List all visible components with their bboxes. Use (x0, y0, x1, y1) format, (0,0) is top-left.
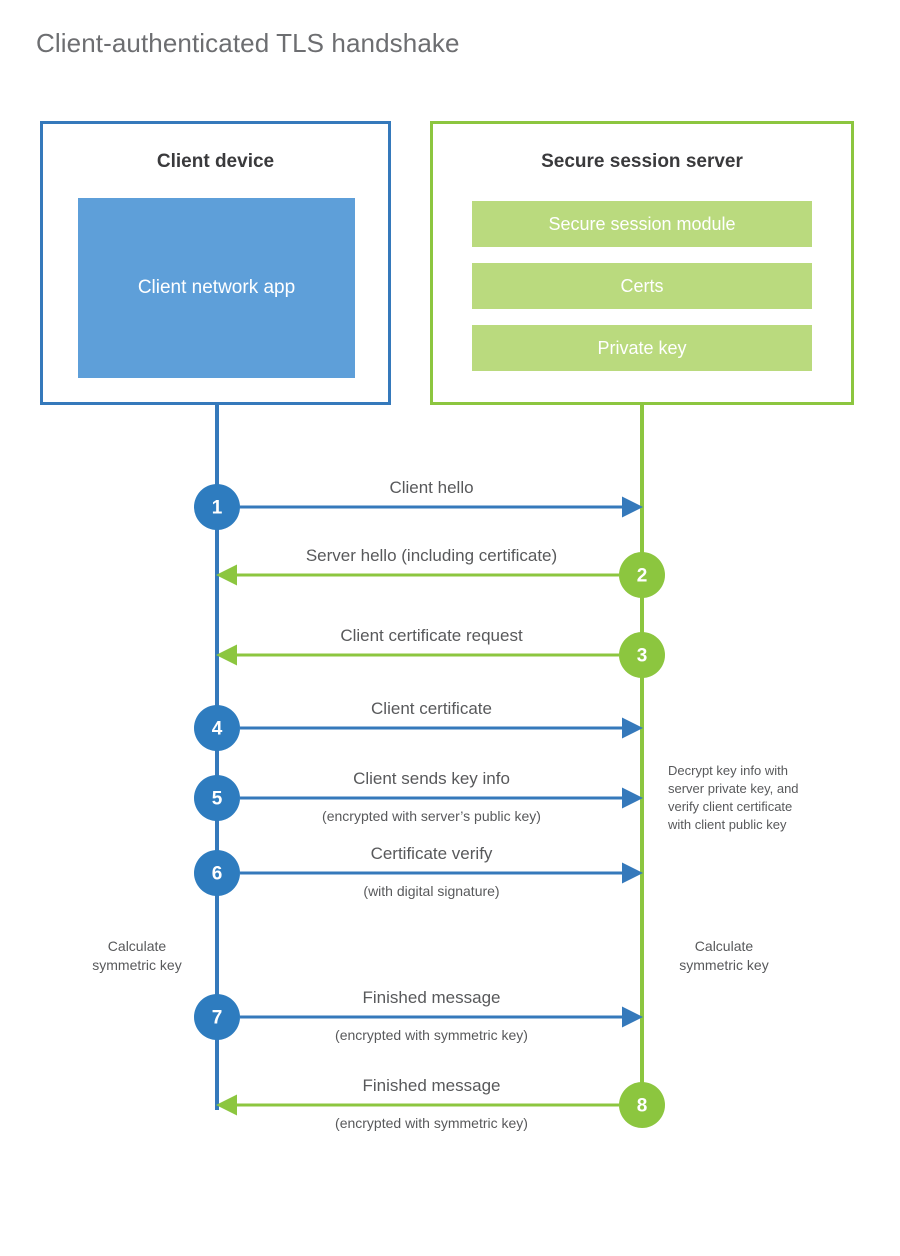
message-label-8: Finished message (362, 1076, 501, 1095)
step-number-8: 8 (637, 1096, 648, 1117)
step-number-2: 2 (637, 566, 648, 587)
step-circle-5[interactable] (194, 775, 240, 821)
step-circle-3[interactable] (619, 632, 665, 678)
client-device-title: Client device (156, 151, 275, 172)
server-module-label: Private key (597, 337, 687, 358)
message-label-2: Server hello (including certificate) (305, 546, 558, 565)
step-number-3: 3 (637, 646, 648, 667)
step-circle-8[interactable] (619, 1082, 665, 1128)
message-label-6: Certificate verify (370, 844, 493, 863)
step-number-7: 7 (212, 1008, 223, 1029)
message-sublabel-5: (encrypted with server’s public key) (322, 808, 541, 824)
client-network-app-label: Client network app (137, 277, 296, 299)
secure-session-server-title: Secure session server (541, 151, 743, 172)
server-module-label: Certs (620, 275, 664, 296)
server-module-secure-session-module: Secure session module (472, 201, 812, 247)
step-circle-7[interactable] (194, 994, 240, 1040)
page-title: Client-authenticated TLS handshake (36, 28, 460, 58)
client-network-app-block: Client network app (78, 198, 355, 378)
message-label-3: Client certificate request (340, 626, 523, 645)
step-number-4: 4 (212, 719, 223, 740)
step-circle-layer: 1 2 3 4 5 6 7 8 (194, 484, 665, 1128)
server-module-label: Secure session module (548, 213, 736, 234)
step-circle-4[interactable] (194, 705, 240, 751)
step-number-1: 1 (212, 498, 223, 519)
step-circle-6[interactable] (194, 850, 240, 896)
step-number-6: 6 (212, 864, 223, 885)
step-circle-1[interactable] (194, 484, 240, 530)
message-label-1: Client hello (389, 478, 474, 497)
message-label-7: Finished message (362, 988, 501, 1007)
arrow-layer (216, 496, 643, 1116)
message-label-4: Client certificate (371, 699, 492, 718)
message-sublabel-7: (encrypted with symmetric key) (335, 1027, 528, 1043)
server-module-certs: Certs (472, 263, 812, 309)
server-module-private-key: Private key (472, 325, 812, 371)
message-label-5: Client sends key info (353, 769, 510, 788)
message-sublabel-6: (with digital signature) (363, 883, 500, 899)
server-decrypt-note: Decrypt key info with server private key… (668, 763, 799, 832)
client-calculate-symmetric-key-note: Calculate symmetric key (92, 938, 182, 973)
step-circle-2[interactable] (619, 552, 665, 598)
message-sublabel-8: (encrypted with symmetric key) (335, 1115, 528, 1131)
server-calculate-symmetric-key-note: Calculate symmetric key (679, 938, 769, 973)
step-number-5: 5 (212, 789, 223, 810)
